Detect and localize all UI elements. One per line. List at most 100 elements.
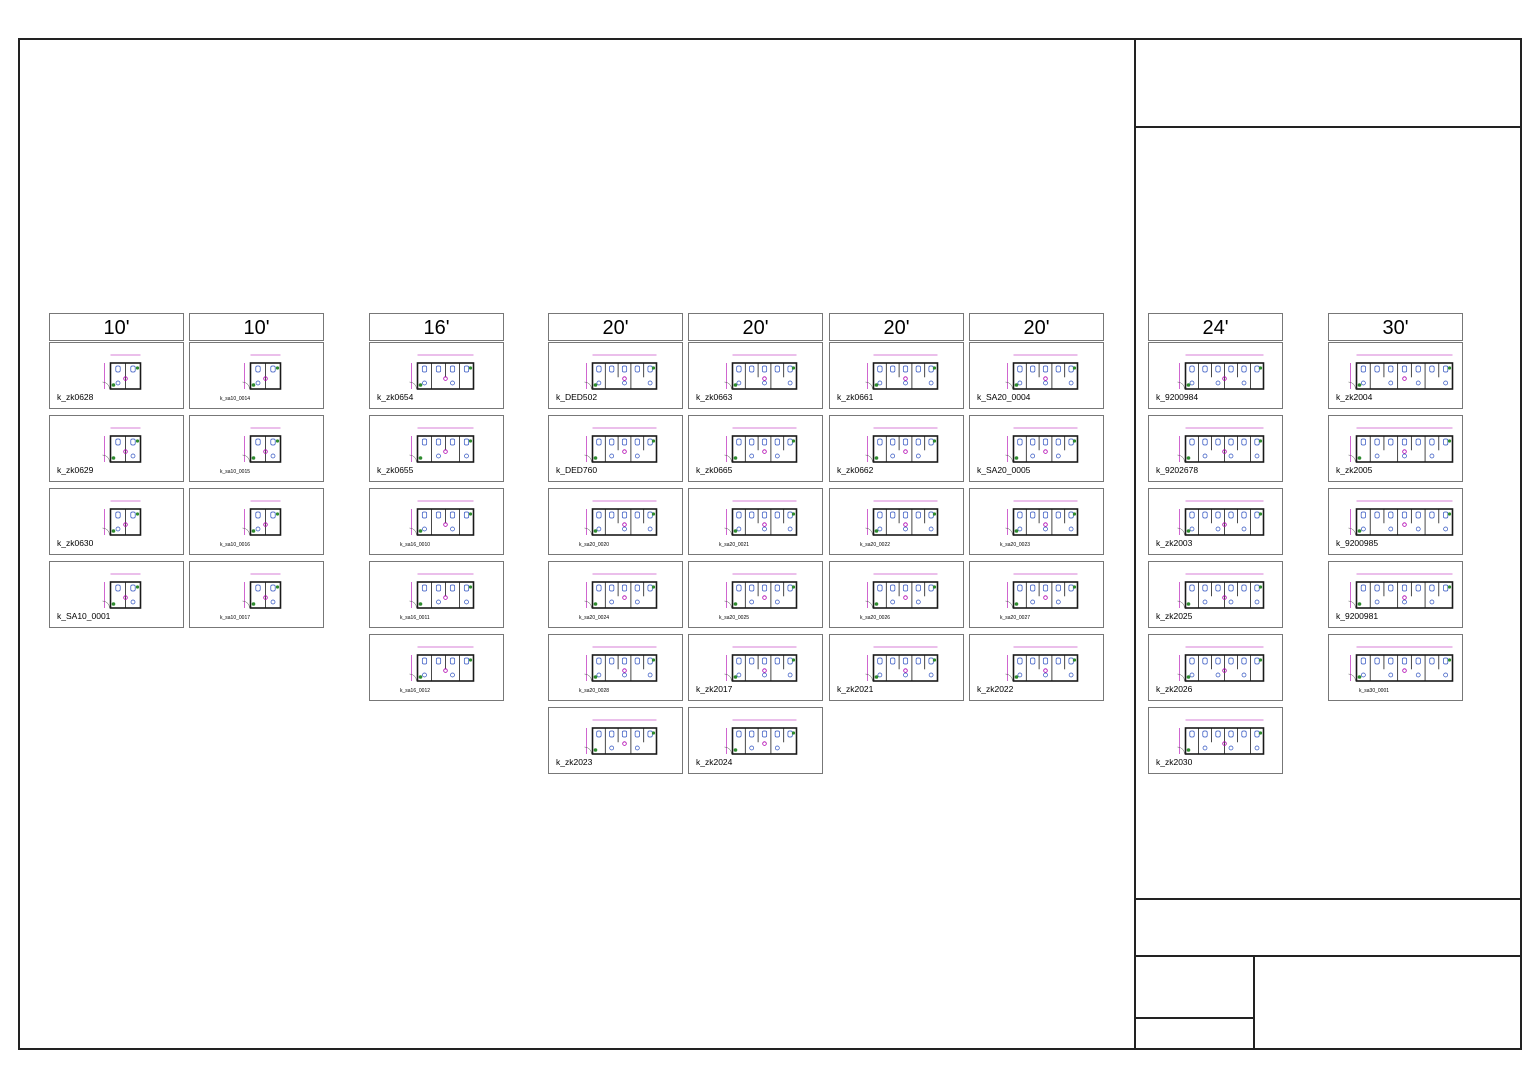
floor-plan-card[interactable]: k_sa20_0022 <box>829 488 964 555</box>
floor-plan-label: k_SA10_0001 <box>57 611 111 621</box>
floor-plan-card[interactable]: k_zk2003 <box>1148 488 1283 555</box>
floor-plan-card[interactable]: k_sa10_0016 <box>189 488 324 555</box>
floor-plan-card[interactable]: k_sa10_0015 <box>189 415 324 482</box>
plant-icon <box>275 366 280 370</box>
toilet-fixture-icon <box>1068 584 1074 592</box>
floor-plan-card[interactable]: k_9202678 <box>1148 415 1283 482</box>
toilet-fixture-icon <box>761 584 768 592</box>
washbasin-icon <box>749 745 755 751</box>
toilet-fixture-icon <box>736 511 742 519</box>
floor-plan-card[interactable]: k_zk2026 <box>1148 634 1283 701</box>
floor-plan-card[interactable]: k_9200984 <box>1148 342 1283 409</box>
plant-icon <box>1072 366 1077 370</box>
plant-icon <box>468 658 473 662</box>
floor-plan-card[interactable]: k_DED502 <box>548 342 683 409</box>
washbasin-icon <box>270 453 276 459</box>
floor-plan-card[interactable]: k_sa20_0027 <box>969 561 1104 628</box>
toilet-fixture-icon <box>1415 511 1421 519</box>
fixture-marker-icon <box>622 522 627 527</box>
door-swing-icon <box>409 600 417 609</box>
floor-plan-card[interactable]: k_zk0663 <box>688 342 823 409</box>
floor-plan-card[interactable]: k_sa20_0024 <box>548 561 683 628</box>
washbasin-icon <box>634 599 640 605</box>
washbasin-icon <box>877 672 883 678</box>
floor-plan-card[interactable]: k_SA10_0001 <box>49 561 184 628</box>
toilet-fixture-icon <box>609 730 615 738</box>
floor-plan-card[interactable]: k_sa30_0001 <box>1328 634 1463 701</box>
floor-plan-drawing <box>1177 500 1265 536</box>
toilet-fixture-icon <box>1443 438 1449 446</box>
toilet-fixture-icon <box>1030 657 1036 665</box>
floor-plan-card[interactable]: k_SA20_0005 <box>969 415 1104 482</box>
toilet-fixture-icon <box>928 511 934 519</box>
plant-icon <box>593 529 598 533</box>
plant-icon <box>733 602 738 606</box>
plant-icon <box>1186 456 1191 460</box>
floor-plan-card[interactable]: k_sa20_0026 <box>829 561 964 628</box>
plant-icon <box>1447 366 1452 370</box>
plant-icon <box>791 512 796 516</box>
fixture-marker-icon <box>762 595 767 600</box>
floor-plan-card[interactable]: k_sa16_0010 <box>369 488 504 555</box>
floor-plan-card[interactable]: k_zk0665 <box>688 415 823 482</box>
toilet-fixture-icon <box>1241 584 1247 592</box>
door-swing-icon <box>865 527 873 536</box>
floor-plan-card[interactable]: k_sa20_0020 <box>548 488 683 555</box>
floor-plan-card[interactable]: k_9200981 <box>1328 561 1463 628</box>
floor-plan-card[interactable]: k_SA20_0004 <box>969 342 1104 409</box>
floor-plan-card[interactable]: k_zk2022 <box>969 634 1104 701</box>
floor-plan-label: k_zk2030 <box>1156 757 1193 767</box>
floor-plan-card[interactable]: k_sa20_0028 <box>548 634 683 701</box>
toilet-fixture-icon <box>1254 584 1260 592</box>
floor-plan-card[interactable]: k_zk2030 <box>1148 707 1283 774</box>
washbasin-icon <box>1254 599 1260 605</box>
floor-plan-label: k_zk0665 <box>696 465 733 475</box>
floor-plan-card[interactable]: k_zk0629 <box>49 415 184 482</box>
floor-plan-card[interactable]: k_sa16_0011 <box>369 561 504 628</box>
floor-plan-drawing <box>242 427 282 463</box>
floor-plan-card[interactable]: k_zk2025 <box>1148 561 1283 628</box>
fixture-marker-icon <box>1222 595 1227 600</box>
floor-plan-card[interactable]: k_DED760 <box>548 415 683 482</box>
fixture-marker-icon <box>1222 522 1227 527</box>
washbasin-icon <box>1202 599 1208 605</box>
floor-plan-card[interactable]: k_sa20_0021 <box>688 488 823 555</box>
floor-plan-drawing <box>1005 646 1079 682</box>
floor-plan-card[interactable]: k_sa16_0012 <box>369 634 504 701</box>
floor-plan-drawing <box>1177 719 1265 755</box>
floor-plan-card[interactable]: k_zk2023 <box>548 707 683 774</box>
washbasin-icon <box>1055 453 1061 459</box>
plant-icon <box>733 456 738 460</box>
plant-icon <box>874 383 879 387</box>
floor-plan-card[interactable]: k_zk0661 <box>829 342 964 409</box>
floor-plan-card[interactable]: k_zk2017 <box>688 634 823 701</box>
plant-icon <box>733 675 738 679</box>
door-swing-icon <box>1348 527 1356 536</box>
floor-plan-card[interactable]: k_sa10_0017 <box>189 561 324 628</box>
floor-plan-card[interactable]: k_zk0655 <box>369 415 504 482</box>
floor-plan-card[interactable]: k_zk2004 <box>1328 342 1463 409</box>
fixture-marker-icon <box>263 522 268 527</box>
toilet-fixture-icon <box>1401 657 1408 665</box>
floor-plan-drawing <box>584 573 658 609</box>
washbasin-icon <box>928 672 934 678</box>
floor-plan-card[interactable]: k_zk0628 <box>49 342 184 409</box>
toilet-fixture-icon <box>1254 730 1260 738</box>
floor-plan-card[interactable]: k_zk0630 <box>49 488 184 555</box>
floor-plan-card[interactable]: k_zk2005 <box>1328 415 1463 482</box>
floor-plan-card[interactable]: k_sa20_0025 <box>688 561 823 628</box>
floor-plan-card[interactable]: k_sa10_0014 <box>189 342 324 409</box>
floor-plan-card[interactable]: k_zk0662 <box>829 415 964 482</box>
floor-plan-card[interactable]: k_zk2024 <box>688 707 823 774</box>
plant-icon <box>1186 602 1191 606</box>
floor-plan-card[interactable]: k_9200985 <box>1328 488 1463 555</box>
washbasin-icon <box>115 526 121 532</box>
floor-plan-card[interactable]: k_zk0654 <box>369 342 504 409</box>
toilet-fixture-icon <box>1388 584 1394 592</box>
toilet-fixture-icon <box>1215 438 1221 446</box>
floor-plan-card[interactable]: k_sa20_0023 <box>969 488 1104 555</box>
floor-plan-card[interactable]: k_zk2021 <box>829 634 964 701</box>
floor-plan-drawing <box>1005 500 1079 536</box>
toilet-fixture-icon <box>774 584 780 592</box>
toilet-fixture-icon <box>749 511 755 519</box>
